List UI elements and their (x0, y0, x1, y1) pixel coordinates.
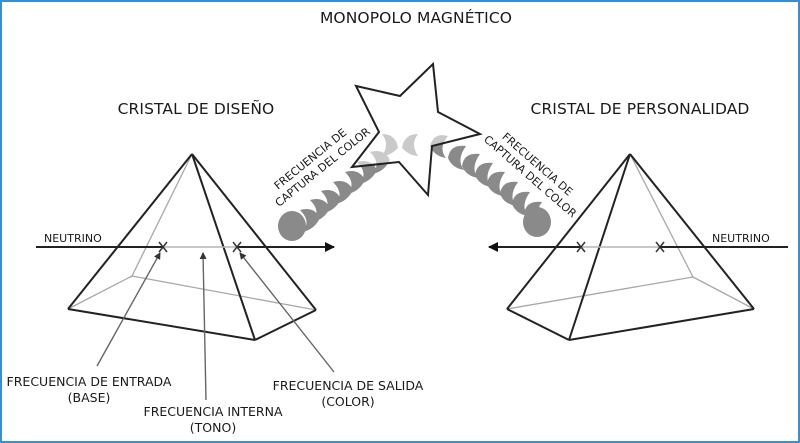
wave-crescent (310, 199, 330, 222)
wave-crescent (321, 190, 341, 213)
callout-exit-line2: (COLOR) (321, 394, 375, 409)
callout-entry-line2: (BASE) (67, 390, 111, 405)
callout-entry-line1: FRECUENCIA DE ENTRADA (6, 374, 172, 389)
monopole-star-icon (349, 61, 483, 198)
wave-crescent (487, 171, 505, 196)
callout-entry-frequency: FRECUENCIA DE ENTRADA (BASE) (3, 374, 175, 406)
diagram-title: MONOPOLO MAGNÉTICO (319, 9, 513, 27)
wave-blob (523, 207, 551, 237)
wave-crescent (500, 181, 518, 206)
left-neutrino-label: NEUTRINO (44, 232, 102, 245)
callout-internal-line1: FRECUENCIA INTERNA (143, 404, 283, 419)
wave-crescent (512, 191, 530, 216)
exit-point-x-icon (576, 241, 586, 253)
entry-point-x-icon (655, 241, 665, 253)
callout-pointers (96, 252, 335, 401)
pointer-exit (239, 252, 335, 373)
entry-point-x-icon (158, 241, 168, 253)
callout-internal-line2: (TONO) (189, 420, 237, 435)
pointer-entry (96, 252, 161, 367)
callout-internal-frequency: FRECUENCIA INTERNA (TONO) (138, 404, 288, 436)
wave-crescent (462, 153, 480, 178)
wave-blob (278, 211, 306, 241)
personality-crystal-label: CRISTAL DE PERSONALIDAD (530, 100, 750, 118)
wave-crescent (300, 209, 320, 232)
design-crystal-label: CRISTAL DE DISEÑO (117, 100, 275, 118)
wave-crescent (333, 181, 353, 204)
wave-crescent (448, 145, 466, 170)
callout-exit-line1: FRECUENCIA DE SALIDA (272, 378, 424, 393)
exit-point-x-icon (232, 241, 242, 253)
neutrino-path-left (36, 241, 335, 253)
neutrino-path-right (488, 241, 788, 253)
wave-crescent (475, 162, 493, 187)
wave-crescent (345, 171, 365, 194)
callout-exit-frequency: FRECUENCIA DE SALIDA (COLOR) (268, 378, 428, 410)
personality-crystal-pyramid (506, 153, 755, 341)
pointer-internal (199, 252, 207, 401)
right-neutrino-label: NEUTRINO (712, 232, 770, 245)
